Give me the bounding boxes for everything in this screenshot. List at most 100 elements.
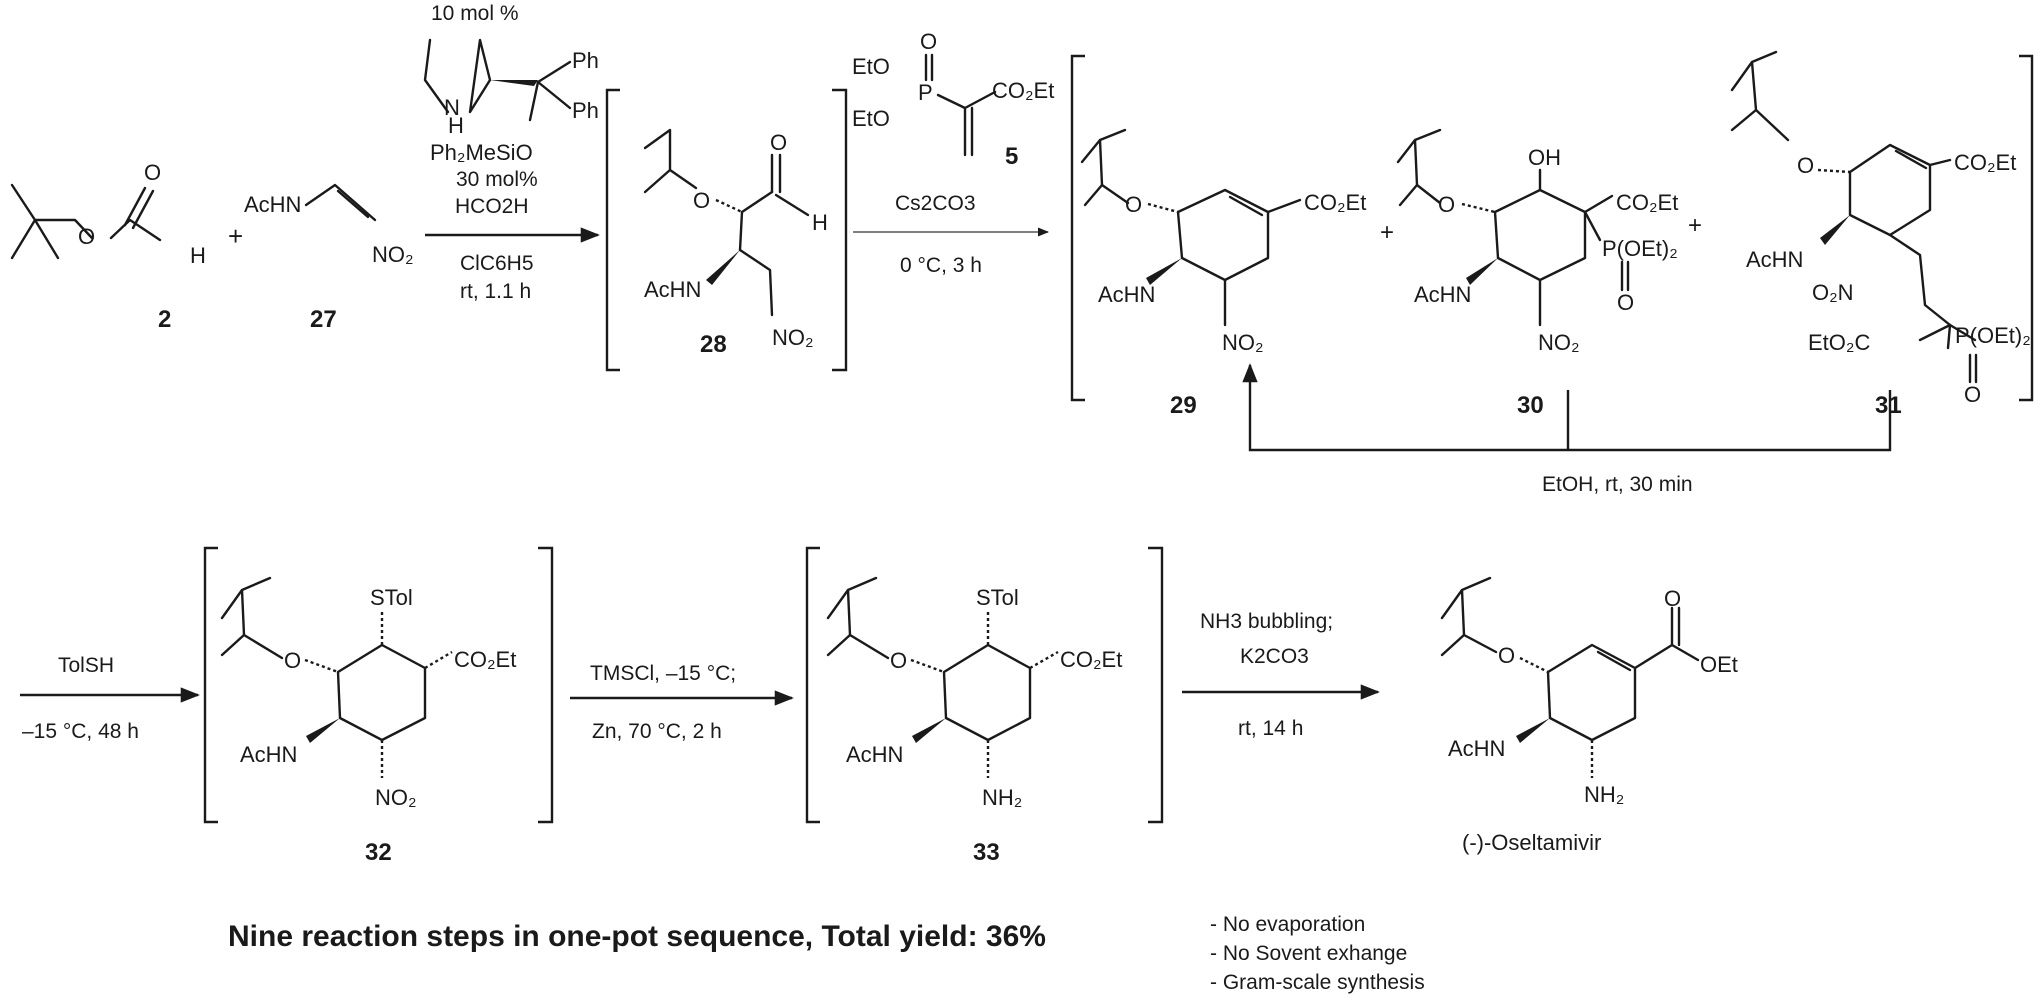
step6-base: K2CO3 [1240,645,1309,668]
c28-h-label: H [812,210,828,235]
step1-conditions: rt, 1.1 h [460,280,531,303]
silyl-label: Ph₂MeSiO [430,140,533,165]
c31-achn-label: AcHN [1746,247,1803,272]
c30-no2-label: NO₂ [1538,330,1580,355]
c33-achn-label: AcHN [846,742,903,767]
no2-label: NO₂ [372,242,414,267]
compound-30-structure: O OH CO₂Et P(OEt)₂ O AcHN NO₂ 30 [1396,128,1678,419]
c32-o-label: O [284,648,301,673]
co2et-label-5: CO₂Et [992,78,1054,103]
bracket-33-right [1148,546,1164,824]
c32-achn-label: AcHN [240,742,297,767]
step6-conditions: rt, 14 h [1238,717,1303,740]
c31-p-o-label: O [1964,382,1981,407]
c30-p-o-label: O [1617,290,1634,315]
compound-32-label: 32 [365,839,392,866]
p-label: P [918,80,933,105]
compound-28-label: 28 [700,331,727,358]
c33-co2et-label: CO₂Et [1060,647,1122,672]
compound-31-label: 31 [1875,392,1902,419]
aldehyde-h-label: H [190,243,206,268]
compound-5-label: 5 [1005,143,1018,170]
catalyst-loading: 10 mol % [431,2,519,25]
c28-o-label: O [693,188,710,213]
step5-reagent: TMSCl, –15 °C; [590,662,736,685]
osel-nh2-label: NH₂ [1584,782,1624,807]
c32-co2et-label: CO₂Et [454,647,516,672]
product-label: (-)-Oseltamivir [1462,830,1601,855]
solvent: ClC6H5 [460,252,534,275]
step3-conditions: EtOH, rt, 30 min [1542,473,1693,496]
compound-28-structure: O O H AcHN NO₂ 28 [643,128,828,358]
c33-o-label: O [890,648,907,673]
compound-29-structure: O CO₂Et AcHN NO₂ 29 [1080,128,1366,419]
summary-text: Nine reaction steps in one-pot sequence,… [228,920,1046,953]
note-2: - No Sovent exhange [1210,942,1407,965]
c29-o-label: O [1125,192,1142,217]
step2-base: Cs2CO3 [895,192,976,215]
compound-33-structure: O STol CO₂Et AcHN NH₂ 33 [826,576,1122,866]
c30-co2et-label: CO₂Et [1616,190,1678,215]
c30-achn-label: AcHN [1414,282,1471,307]
ph-label-1: Ph [572,48,599,73]
eto-label-2: EtO [852,106,890,131]
compound-2-structure: O O H 2 [10,160,206,333]
c29-co2et-label: CO₂Et [1304,190,1366,215]
osel-o-label: O [1498,643,1515,668]
c31-no2-label: O₂N [1812,280,1854,305]
bracket-33-left [805,546,820,824]
compound-29-label: 29 [1170,392,1197,419]
c33-nh2-label: NH₂ [982,785,1022,810]
c29-achn-label: AcHN [1098,282,1155,307]
compound-32-structure: O STol CO₂Et AcHN NO₂ 32 [220,576,516,866]
c32-no2-label: NO₂ [375,785,417,810]
additive: HCO2H [455,195,529,218]
compound-33-label: 33 [973,839,1000,866]
catalyst-structure: 10 mol % H N Ph Ph Ph₂MeSiO 30 mol% HCO2… [423,2,599,218]
step2-conditions: 0 °C, 3 h [900,254,982,277]
c31-po-label: P(OEt)₂ [1955,323,2031,348]
plus-sign: + [228,221,243,251]
bracket-28-right [832,88,848,372]
c28-o2-label: O [770,130,787,155]
achn-label: AcHN [244,192,301,217]
catalyst-nh-label: H [448,113,464,138]
bracket-29-31-right [2019,54,2034,402]
compound-27-label: 27 [310,306,337,333]
oseltamivir-structure: O O OEt AcHN NH₂ (-)-Oseltamivir [1440,576,1738,855]
bracket-28-left [605,88,620,372]
p-o-label: O [920,29,937,54]
bracket-32-left [203,546,218,824]
c29-no2-label: NO₂ [1222,330,1264,355]
c30-o-label: O [1438,192,1455,217]
carbonyl-o-label: O [144,160,161,185]
step4-reagent: TolSH [58,654,114,677]
compound-5-structure: EtO O P EtO CO₂Et 5 [852,29,1054,170]
eto-label-1: EtO [852,54,890,79]
osel-achn-label: AcHN [1448,736,1505,761]
additive-loading: 30 mol% [456,168,538,191]
c31-o-label: O [1797,153,1814,178]
c31-eto2c-label: EtO₂C [1808,330,1870,355]
plus-sign-3: + [1688,212,1702,239]
compound-2-label: 2 [158,306,171,333]
compound-27-structure: AcHN NO₂ 27 [244,183,414,333]
step5-conditions: Zn, 70 °C, 2 h [592,720,722,743]
osel-oet-label: OEt [1700,652,1738,677]
bracket-32-right [538,546,554,824]
c32-stol-label: STol [370,585,413,610]
osel-carbonyl-o-label: O [1664,586,1681,611]
ph-label-2: Ph [572,98,599,123]
note-1: - No evaporation [1210,913,1365,936]
catalyst-n-label: N [444,95,460,120]
bracket-29-31-left [1070,54,1085,402]
c30-po-label: P(OEt)₂ [1602,236,1678,261]
c33-stol-label: STol [976,585,1019,610]
note-3: - Gram-scale synthesis [1210,971,1425,994]
compound-31-structure: O CO₂Et AcHN O₂N EtO₂C P(OEt)₂ O 31 [1730,50,2031,419]
arrow-step-3 [1250,365,1892,452]
c31-co2et-label: CO₂Et [1954,150,2016,175]
step6-reagent: NH3 bubbling; [1200,610,1333,633]
ether-o-label: O [78,224,95,249]
